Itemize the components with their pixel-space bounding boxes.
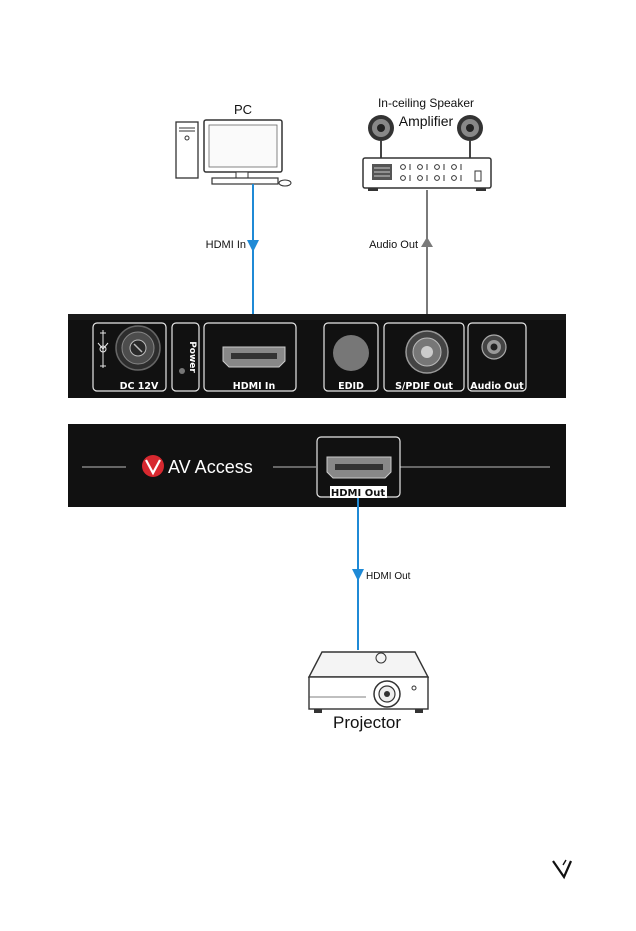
amplifier-icon — [363, 158, 491, 191]
audio-out-arrow — [421, 237, 433, 247]
hdmi-out-signal-label: HDMI Out — [366, 571, 411, 582]
hdmi-in-signal-label: HDMI In — [206, 239, 246, 251]
speaker-icon — [457, 115, 483, 158]
speaker-label: In-ceiling Speaker — [378, 96, 474, 110]
front-panel: AV Access HDMI Out — [68, 424, 566, 507]
speaker-icon — [368, 115, 394, 158]
dc-12v-label: DC 12V — [120, 381, 159, 392]
audio-out-port-icon — [482, 335, 506, 359]
amplifier-label: Amplifier — [399, 113, 454, 129]
audio-out-port-label: Audio Out — [470, 381, 524, 392]
power-led-icon — [179, 368, 185, 374]
rear-panel: DC 12V Power HDMI In EDID S/PDIF Out — [68, 314, 566, 398]
spdif-label: S/PDIF Out — [395, 381, 453, 392]
edid-label: EDID — [338, 381, 364, 392]
av-access-logo-icon — [142, 455, 164, 477]
projector-icon — [309, 652, 428, 713]
brand-name: AV Access — [168, 457, 253, 477]
power-label: Power — [187, 341, 197, 373]
av-access-footer-logo-icon — [553, 860, 571, 877]
hdmi-out-port-label: HDMI Out — [331, 488, 385, 499]
audio-out-signal-label: Audio Out — [369, 239, 418, 251]
spdif-port-icon — [406, 331, 448, 373]
pc-icon — [176, 120, 291, 186]
dc-jack-icon — [116, 326, 160, 370]
hdmi-in-port-icon — [223, 347, 285, 367]
hdmi-out-port-icon — [327, 457, 391, 478]
pc-label: PC — [234, 102, 252, 117]
edid-button — [333, 335, 369, 371]
hdmi-in-port-label: HDMI In — [233, 381, 276, 392]
projector-label: Projector — [333, 713, 401, 732]
